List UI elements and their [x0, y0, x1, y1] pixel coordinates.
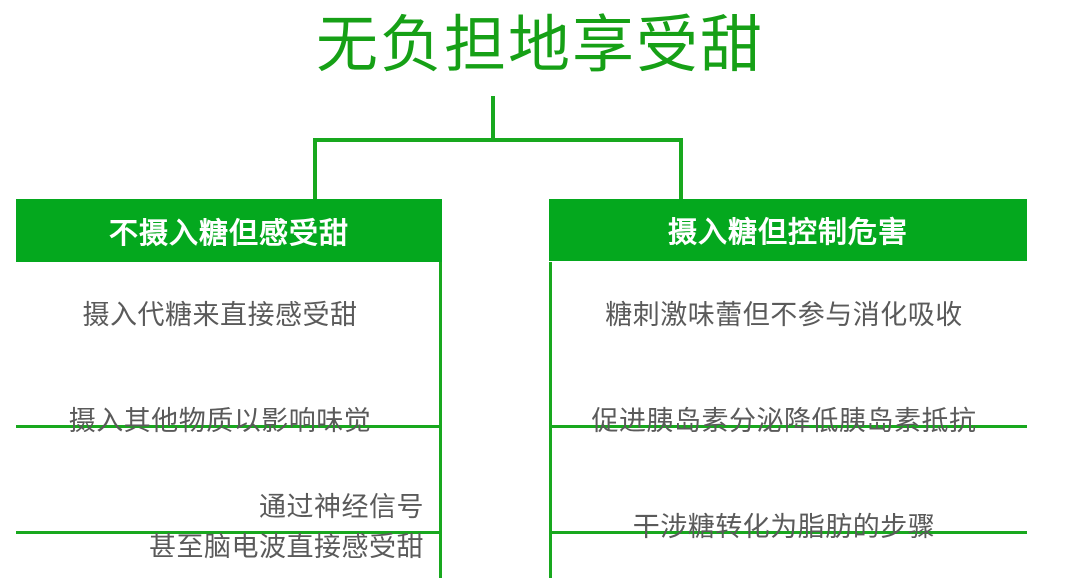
- list-item-text: 糖刺激味蕾但不参与消化吸收: [605, 300, 963, 330]
- list-item: 通过神经信号 甚至脑电波直接感受甜: [16, 474, 442, 580]
- column-right-items: 糖刺激味蕾但不参与消化吸收 促进胰岛素分泌降低胰岛素抵抗 干涉糖转化为脂肪的步骤: [549, 262, 1027, 580]
- column-right-divider-1: [549, 425, 1027, 428]
- list-item-text: 摄入其他物质以影响味觉: [68, 406, 372, 436]
- list-item-line: 通过神经信号: [259, 492, 424, 522]
- column-right-divider-2: [549, 531, 1027, 534]
- column-right-header-label: 摄入糖但控制危害: [667, 217, 908, 249]
- list-item: 糖刺激味蕾但不参与消化吸收: [549, 262, 1027, 368]
- list-item: 干涉糖转化为脂肪的步骤: [549, 474, 1027, 580]
- list-item-text: 干涉糖转化为脂肪的步骤: [632, 512, 936, 542]
- column-left-items: 摄入代糖来直接感受甜 摄入其他物质以影响味觉 通过神经信号 甚至脑电波直接感受甜: [16, 262, 442, 580]
- list-item-text: 摄入代糖来直接感受甜: [82, 300, 358, 330]
- connector-stem: [491, 96, 495, 141]
- list-item: 摄入其他物质以影响味觉: [16, 368, 442, 474]
- connector-drop-left: [313, 138, 317, 199]
- column-left-divider-1: [16, 425, 442, 428]
- list-item: 促进胰岛素分泌降低胰岛素抵抗: [549, 368, 1027, 474]
- column-left-header-label: 不摄入糖但感受甜: [108, 217, 349, 250]
- connector-drop-right: [679, 138, 683, 199]
- list-item-text: 通过神经信号 甚至脑电波直接感受甜: [16, 487, 424, 567]
- list-item-line: 甚至脑电波直接感受甜: [149, 532, 424, 562]
- column-left-header: 不摄入糖但感受甜: [16, 199, 442, 262]
- connector-horizontal: [313, 138, 683, 142]
- column-right-header: 摄入糖但控制危害: [549, 199, 1027, 261]
- page-title: 无负担地享受甜: [315, 11, 764, 80]
- column-right-vertical-rule: [549, 262, 552, 578]
- list-item: 摄入代糖来直接感受甜: [16, 262, 442, 368]
- column-left-vertical-rule: [439, 262, 442, 578]
- list-item-text: 促进胰岛素分泌降低胰岛素抵抗: [591, 406, 977, 436]
- column-left-divider-2: [16, 531, 442, 534]
